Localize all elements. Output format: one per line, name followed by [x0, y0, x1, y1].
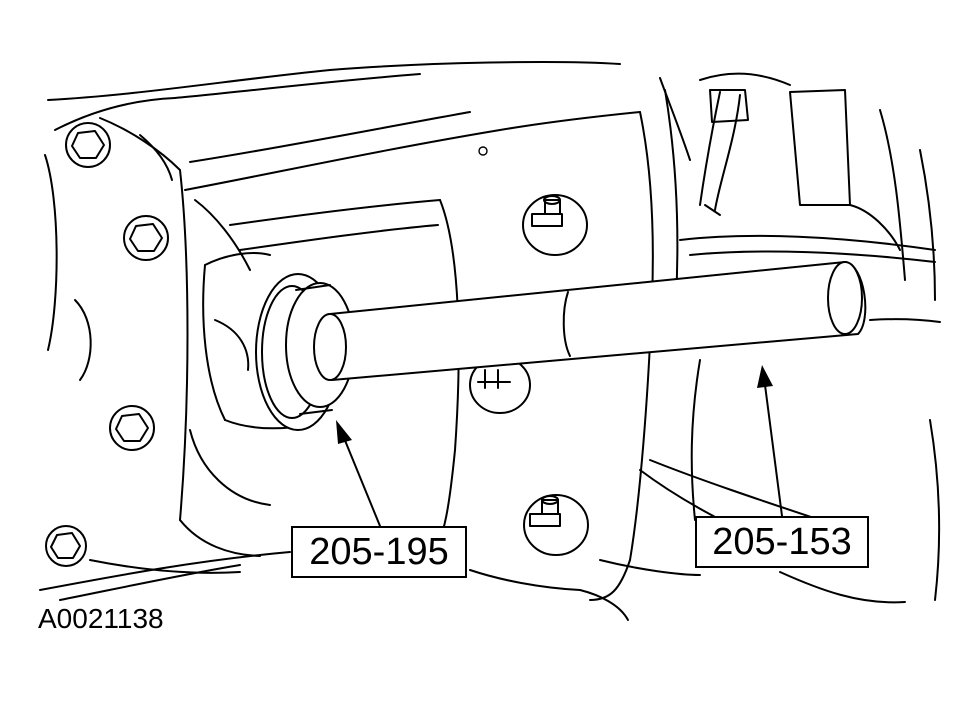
- leader-arrow-205-195: [336, 420, 381, 527]
- bolt-icon: [109, 405, 155, 451]
- figure-id-label: A0021138: [38, 603, 164, 634]
- hole-icon: [478, 146, 488, 156]
- bolt-heads: [45, 122, 169, 567]
- bolt-icon: [123, 215, 169, 261]
- stud-icon: [522, 194, 588, 256]
- transmission-housing: [39, 117, 311, 601]
- chassis-outline: [47, 61, 941, 621]
- leader-arrow-205-153: [757, 365, 783, 517]
- callout-205-195: 205-195: [291, 526, 467, 578]
- handle-tool: [313, 261, 867, 381]
- stud-icon: [523, 494, 589, 556]
- bolt-icon: [65, 122, 111, 168]
- callout-205-153: 205-153: [695, 516, 869, 568]
- bolt-icon: [45, 525, 87, 567]
